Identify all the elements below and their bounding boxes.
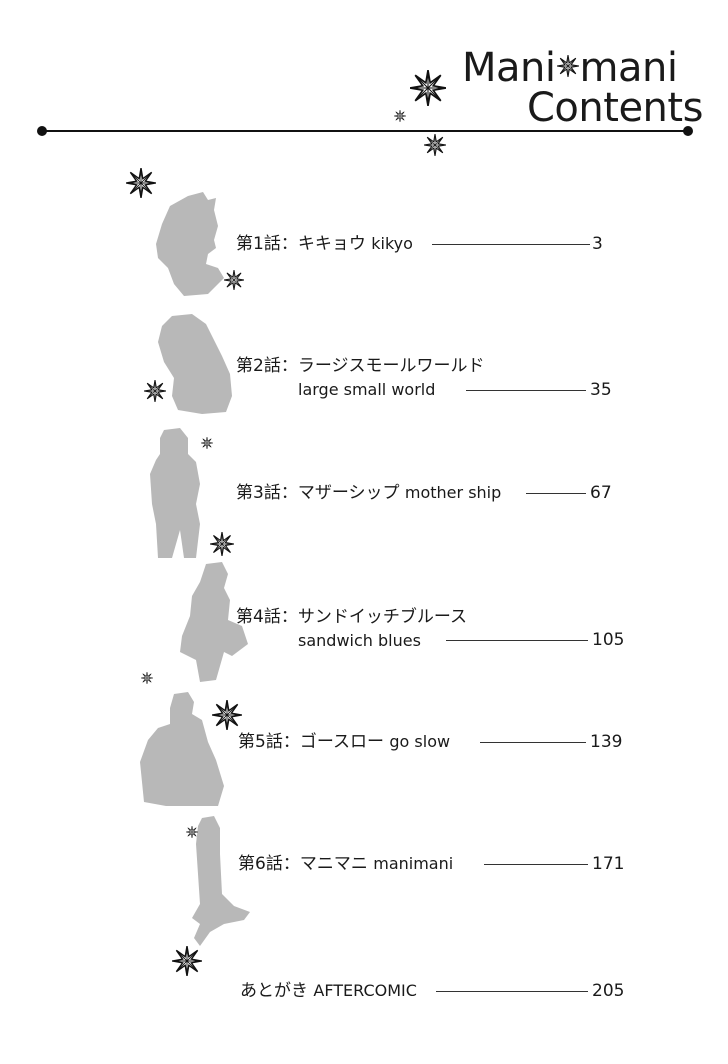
star-icon — [224, 270, 244, 290]
star-icon — [201, 437, 213, 449]
star-icon — [141, 672, 153, 684]
chapter-title-en: go slow — [389, 732, 451, 751]
chapter-title-jp: 第6話：マニマニ — [238, 854, 368, 874]
toc-entry-1[interactable]: 第1話：キキョウ kikyo — [236, 233, 413, 255]
dot-leader — [480, 742, 586, 743]
toc-entry-4-en[interactable]: sandwich blues — [298, 630, 421, 652]
silhouette-crouching-figure — [158, 314, 232, 414]
chapter-title-en: mother ship — [404, 483, 502, 502]
page-number: 171 — [592, 854, 625, 874]
chapter-title-jp: 第5話：ゴースロー — [238, 732, 384, 752]
toc-entry-5[interactable]: 第5話：ゴースロー go slow — [238, 731, 450, 753]
header-divider — [42, 130, 688, 132]
dot-leader — [436, 991, 588, 992]
toc-entry-2[interactable]: 第2話：ラージスモールワールド — [236, 355, 484, 377]
toc-entry-afterword[interactable]: あとがき AFTERCOMIC — [240, 980, 417, 1002]
rule-end-dot — [683, 126, 693, 136]
chapter-title-en: sandwich blues — [298, 631, 421, 650]
title-part1: Mani — [462, 45, 556, 91]
dot-leader — [484, 864, 588, 865]
chapter-title-en: kikyo — [371, 234, 413, 253]
star-icon — [556, 55, 579, 77]
toc-entry-2-en[interactable]: large small world — [298, 379, 435, 401]
star-icon — [410, 70, 446, 106]
chapter-title-jp: 第4話：サンドイッチブルース — [236, 607, 467, 627]
chapter-title-jp: 第3話：マザーシップ — [236, 483, 400, 503]
chapter-title-jp: 第2話：ラージスモールワールド — [236, 356, 485, 376]
page-number: 35 — [590, 380, 612, 400]
chapter-title-en: manimani — [373, 854, 454, 873]
toc-entry-4[interactable]: 第4話：サンドイッチブルース — [236, 606, 467, 628]
dot-leader — [466, 390, 586, 391]
silhouette-figure-with-bag — [180, 562, 248, 682]
page-number: 67 — [590, 483, 612, 503]
star-icon — [172, 946, 202, 976]
title-part2: mani — [579, 45, 678, 91]
dot-leader — [526, 493, 586, 494]
page-number: 205 — [592, 981, 625, 1001]
afterword-title-jp: あとがき — [240, 981, 308, 1001]
star-icon — [394, 110, 406, 122]
silhouette-profile-head — [156, 192, 224, 296]
silhouette-jumping-figure — [192, 816, 250, 946]
star-icon — [210, 532, 234, 556]
star-icon — [186, 826, 198, 838]
silhouette-seated-couple — [140, 692, 224, 806]
book-title: Mani mani — [462, 45, 678, 91]
chapter-title-en: large small world — [298, 380, 436, 399]
page-number: 139 — [590, 732, 623, 752]
dot-leader — [446, 640, 588, 641]
chapter-title-jp: 第1話：キキョウ — [236, 234, 366, 254]
contents-heading: Contents — [527, 85, 703, 131]
star-icon — [144, 380, 166, 402]
toc-entry-3[interactable]: 第3話：マザーシップ mother ship — [236, 482, 501, 504]
silhouette-standing-figure — [150, 428, 200, 558]
star-icon — [424, 134, 446, 156]
star-icon — [212, 700, 242, 730]
toc-entry-6[interactable]: 第6話：マニマニ manimani — [238, 853, 453, 875]
afterword-title-en: AFTERCOMIC — [313, 981, 417, 1000]
page-number: 3 — [592, 234, 603, 254]
dot-leader — [432, 244, 590, 245]
page-number: 105 — [592, 630, 625, 650]
